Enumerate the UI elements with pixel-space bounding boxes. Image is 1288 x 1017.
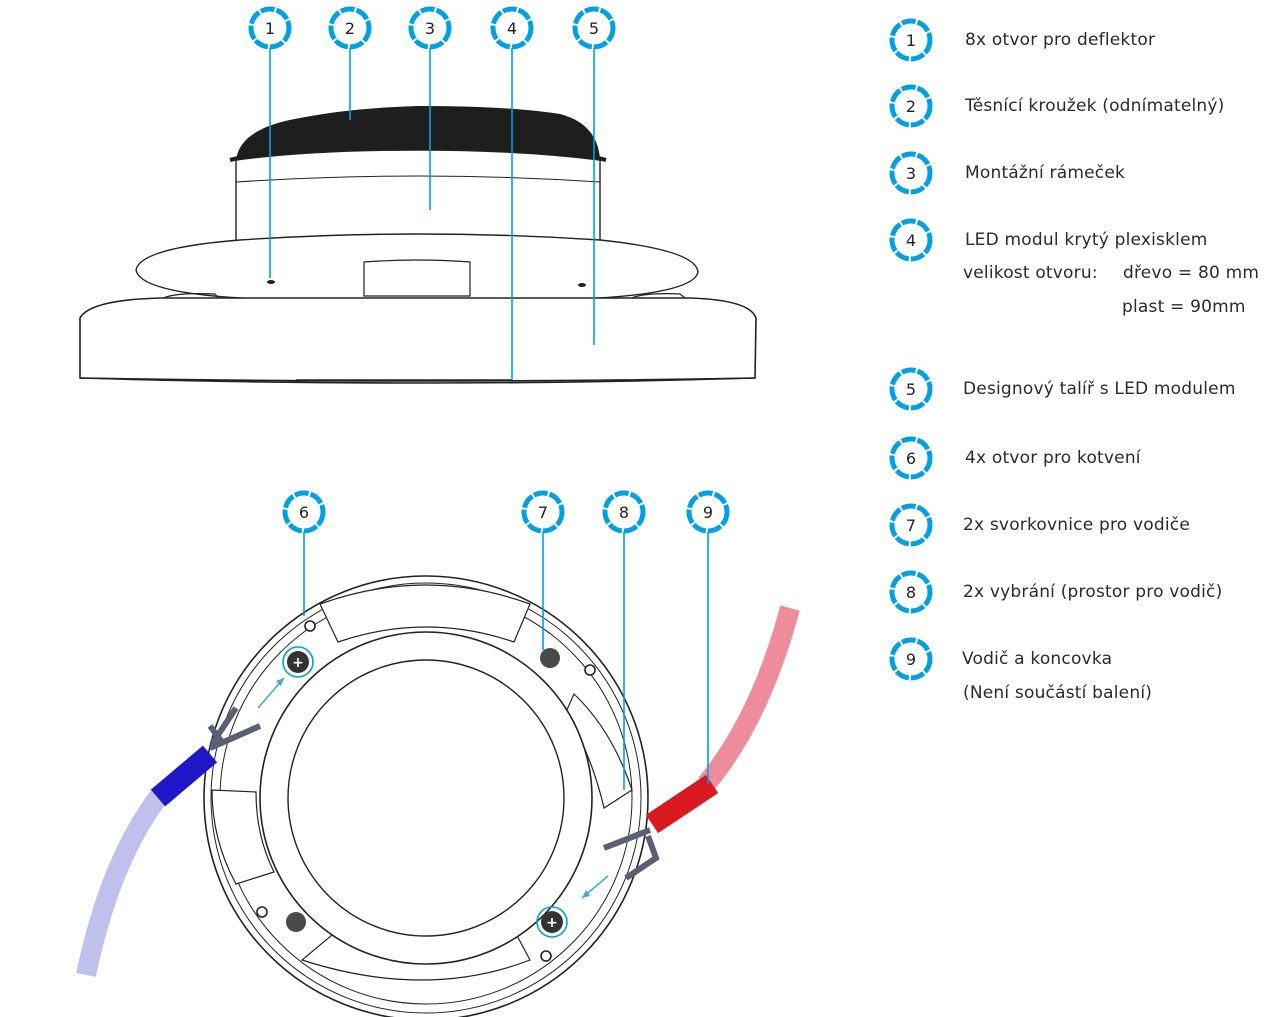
legend-badge-4: 4 [892, 221, 930, 259]
wires [76, 605, 800, 978]
red-wire-conductor [602, 827, 660, 881]
callout-8-label: 8 [619, 503, 629, 522]
legend-badge-7-label: 7 [906, 516, 916, 535]
side-leaders [269, 48, 595, 380]
legend-badge-8: 8 [892, 573, 930, 611]
mounting-frame [235, 149, 601, 243]
legend-item-4-size-label: velikost otvoru: [963, 263, 1098, 283]
legend-badge-5: 5 [892, 370, 930, 408]
callout-7-label: 7 [538, 503, 548, 522]
legend-badge-9-label: 9 [906, 650, 916, 669]
callout-7: 7 [524, 493, 562, 531]
blue-wire-conductor [207, 706, 262, 751]
top-view: + + [203, 575, 649, 1017]
callout-2-label: 2 [345, 19, 355, 38]
legend-badge-6-label: 6 [906, 449, 916, 468]
legend-item-3: Montážní rámeček [965, 163, 1126, 183]
legend-badge-8-label: 8 [906, 583, 916, 602]
sealing-ring [236, 106, 600, 160]
callout-8: 8 [605, 493, 643, 531]
legend-item-2: Těsnící kroužek (odnímatelný) [965, 96, 1225, 116]
legend-item-4-plastic: plast = 90mm [1122, 297, 1246, 317]
legend-item-1: 8x otvor pro deflektor [965, 30, 1156, 50]
legend-badge-9: 9 [892, 640, 930, 678]
legend-item-5: Designový talíř s LED modulem [963, 379, 1236, 399]
red-wire-sleeve [698, 605, 800, 791]
legend-item-4-wood: dřevo = 80 mm [1123, 263, 1260, 283]
callout-4: 4 [493, 9, 531, 47]
legend-badge-2-label: 2 [906, 97, 916, 116]
legend-badge-1-label: 1 [906, 31, 916, 50]
red-wire-tip [645, 774, 719, 834]
legend-item-6: 4x otvor pro kotvení [965, 448, 1141, 468]
legend-badge-5-label: 5 [906, 380, 916, 399]
callout-5-label: 5 [589, 19, 599, 38]
legend-badge-6: 6 [892, 439, 930, 477]
callout-2: 2 [331, 9, 369, 47]
legend-item-7: 2x svorkovnice pro vodiče [963, 515, 1190, 535]
legend-item-9: Vodič a koncovka [962, 649, 1113, 669]
design-plate [79, 297, 757, 382]
callout-4-label: 4 [507, 19, 517, 38]
blue-wire-tip [150, 745, 218, 807]
callout-1-label: 1 [265, 19, 275, 38]
callout-1: 1 [251, 9, 289, 47]
legend-badge-7: 7 [892, 506, 930, 544]
legend-badge-3: 3 [892, 154, 930, 192]
blue-wire-sleeve [76, 788, 168, 978]
callout-3-label: 3 [425, 19, 435, 38]
callout-6: 6 [285, 493, 323, 531]
legend-badge-3-label: 3 [906, 164, 916, 183]
callout-5: 5 [575, 9, 613, 47]
side-view [79, 106, 757, 384]
legend-item-4: LED modul krytý plexisklem [965, 230, 1208, 250]
top-leaders [303, 532, 709, 790]
svg-text:+: + [546, 915, 558, 931]
legend-badge-4-label: 4 [906, 231, 916, 250]
svg-text:+: + [292, 655, 304, 671]
legend-item-9-note: (Není součástí balení) [963, 683, 1153, 703]
legend-badge-2: 2 [892, 87, 930, 125]
callout-9: 9 [689, 493, 727, 531]
callout-3: 3 [411, 9, 449, 47]
callout-6-label: 6 [299, 503, 309, 522]
legend-item-8: 2x vybrání (prostor pro vodič) [963, 582, 1223, 602]
callout-9-label: 9 [703, 503, 713, 522]
legend-badge-1: 1 [892, 21, 930, 59]
